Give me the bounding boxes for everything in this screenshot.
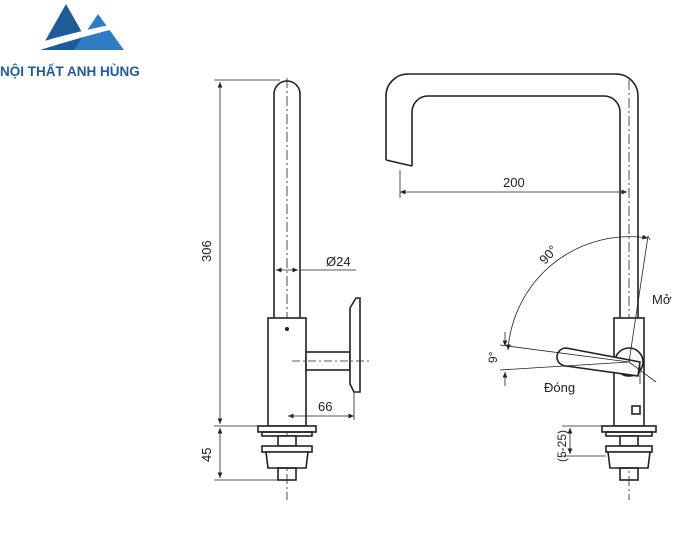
dim-base-height: 45 — [199, 448, 214, 462]
dim-diameter: Ø24 — [326, 254, 351, 269]
label-open: Mở — [652, 292, 672, 307]
dim-handle-offset: 66 — [318, 399, 332, 414]
dim-height-total: 306 — [199, 240, 214, 262]
front-view: 200 90° 9° Mở Đóng (5-25) — [385, 73, 672, 500]
side-lever — [349, 297, 361, 393]
logo-swoosh — [34, 22, 126, 50]
brand-logo: NỘI THẤT ANH HÙNG — [0, 4, 140, 79]
brand-name: NỘI THẤT ANH HÙNG — [0, 64, 140, 79]
side-body — [267, 317, 307, 427]
dim-mount-range: (5-25) — [555, 430, 569, 462]
front-spout-outer — [385, 73, 639, 318]
label-closed: Đóng — [544, 380, 575, 395]
side-view: 306 45 Ø24 66 — [199, 78, 370, 500]
angle-closed-label: 9° — [486, 351, 500, 363]
angle-arc-open — [506, 234, 649, 351]
dim-spout-reach: 200 — [503, 175, 525, 190]
angle-open-label: 90° — [536, 242, 560, 267]
front-spout-inner — [411, 95, 621, 318]
